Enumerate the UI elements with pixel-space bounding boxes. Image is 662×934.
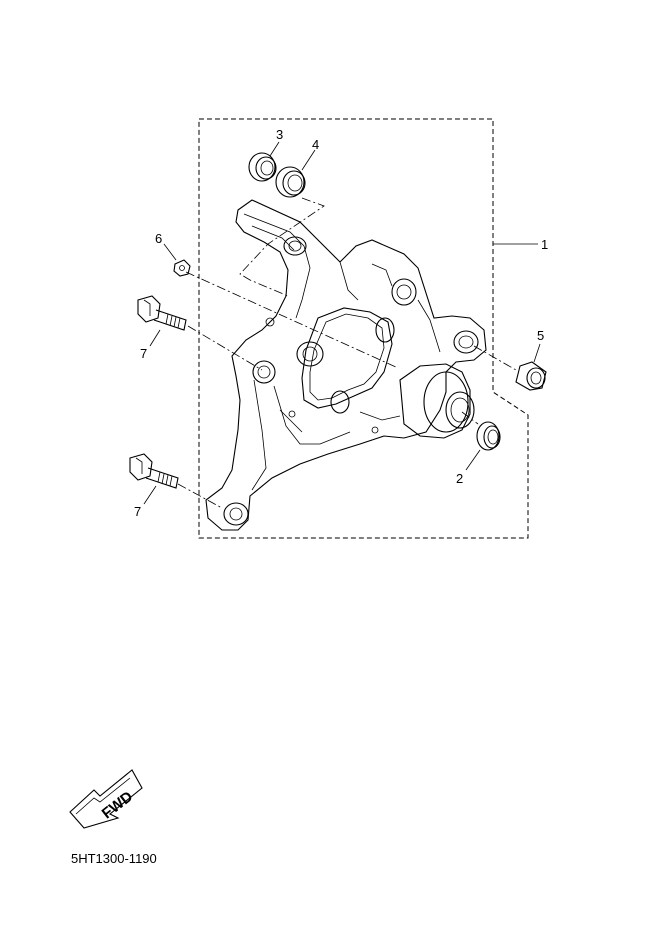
- leader-7-upper: [149, 329, 161, 347]
- leader-6: [163, 243, 177, 261]
- callout-7-upper: 7: [140, 346, 147, 361]
- leader-4: [301, 149, 316, 171]
- leader-2: [465, 449, 481, 471]
- axis-line-seal: [461, 411, 479, 425]
- rear-arm-bracket: [205, 199, 487, 531]
- callout-4: 4: [312, 137, 319, 152]
- nut-part-6: [173, 259, 191, 277]
- seal-part-2: [476, 421, 501, 451]
- axis-line-bolt-lower: [177, 483, 223, 509]
- axis-line-nut: [185, 271, 399, 369]
- fwd-arrow-icon: FWD: [69, 769, 143, 829]
- assembly-boundary: [198, 118, 529, 539]
- leader-5: [533, 343, 541, 363]
- bearing-part-4: [275, 166, 306, 198]
- callout-2: 2: [456, 471, 463, 486]
- callout-5: 5: [537, 328, 544, 343]
- leader-7-lower: [143, 485, 157, 505]
- bolt-part-7-lower: [129, 453, 179, 489]
- axis-line-bolt-upper: [187, 325, 263, 371]
- callout-6: 6: [155, 231, 162, 246]
- callout-7-lower: 7: [134, 504, 141, 519]
- bolt-part-7-upper: [137, 295, 187, 331]
- callout-3: 3: [276, 127, 283, 142]
- collar-part-5: [515, 361, 547, 391]
- callout-1: 1: [541, 237, 548, 252]
- axis-line-collar: [473, 345, 517, 371]
- axis-line-bearings: [239, 197, 325, 297]
- diagram-part-code: 5HT1300-1190: [71, 851, 157, 866]
- leader-3: [269, 141, 280, 157]
- oil-seal-part-3: [248, 152, 277, 182]
